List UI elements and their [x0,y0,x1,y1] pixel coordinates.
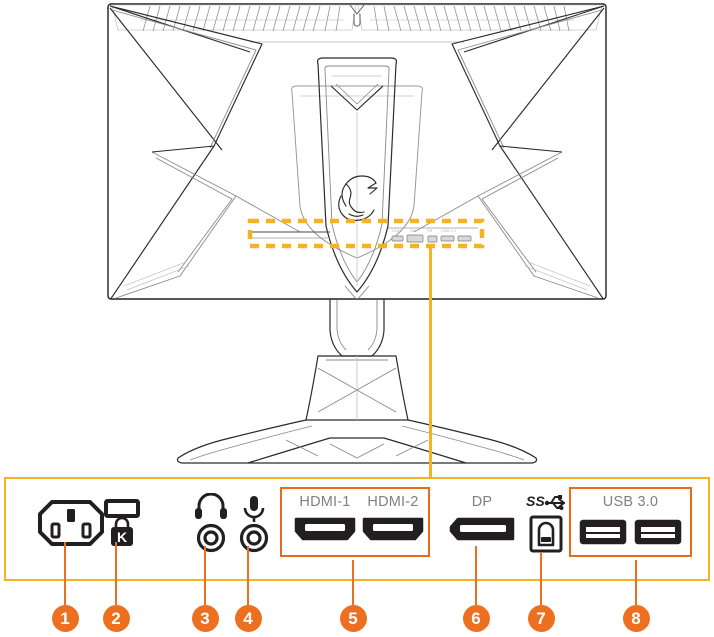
hdmi-port-icon [362,517,424,540]
svg-text:HDMI: HDMI [392,228,402,233]
callout-stem-1 [63,542,67,605]
callout-badge-1[interactable]: 1 [51,605,79,632]
ac-power-inlet-icon [38,500,104,546]
callout-stem-6 [474,546,478,605]
callout-badge-5[interactable]: 5 [339,605,367,632]
hdmi-port-icon [294,517,356,540]
kensington-lock-slot: K [102,499,142,547]
superspeed-usb-icon: SS [526,493,565,510]
microphone-jack [234,493,274,553]
svg-text:SS: SS [526,493,545,509]
leader-line-vertical [429,246,432,477]
callout-stem-3 [203,546,207,605]
usb30-label-wrap: USB 3.0 [569,495,692,510]
callout-badge-4[interactable]: 4 [234,605,262,632]
dp-label: DP [471,494,493,510]
usb-30-label: USB 3.0 [602,494,659,510]
hdmi-1-port: HDMI-1 [290,495,360,542]
headphone-jack [191,493,231,553]
monitor-rear-illustration: HDMI DP SS USB 3.0 [107,3,607,464]
usb-type-a-port-2 [634,519,682,545]
displayport-port: DP [446,495,518,542]
usb-type-b-icon [529,515,563,553]
callout-badge-6[interactable]: 6 [462,605,490,632]
svg-text:SS: SS [427,228,433,233]
svg-text:USB 3.0: USB 3.0 [441,228,457,233]
hdmi-1-label: HDMI-1 [299,494,351,510]
callout-stem-5 [351,560,355,605]
ac-power-inlet [38,500,104,546]
hdmi-2-label: HDMI-2 [367,494,419,510]
callout-stem-4 [246,546,250,605]
hdmi-2-port: HDMI-2 [358,495,428,542]
usb-type-a-icon [634,519,682,545]
kensington-lock-icon: K [104,499,140,546]
callout-stem-7 [539,552,543,605]
svg-text:K: K [117,529,127,545]
callout-badge-3[interactable]: 3 [191,605,219,632]
callout-stem-2 [114,542,118,605]
callout-stem-8 [634,560,638,605]
callout-badge-2[interactable]: 2 [102,605,130,632]
usb-type-a-icon [579,519,627,545]
callout-badge-8[interactable]: 8 [622,605,650,632]
headphone-icon [195,493,227,553]
io-port-panel: K HDMI-1 HDMI-2 [4,477,710,581]
usb30-group-box [569,487,692,557]
microphone-icon [239,496,269,553]
svg-text:DP: DP [410,228,416,233]
displayport-icon [449,517,515,540]
callout-badge-7[interactable]: 7 [527,605,555,632]
hdmi-group-box [280,487,430,557]
usb-type-a-port-1 [579,519,627,545]
usb-upstream-port: SS [525,491,567,553]
